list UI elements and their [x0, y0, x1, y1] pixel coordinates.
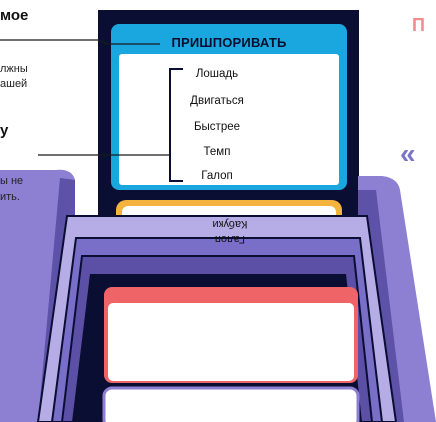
- bottom-card: [104, 388, 358, 422]
- annotation-line-2: ашей: [0, 77, 27, 92]
- flipped-word-1: Кабуки: [170, 218, 290, 230]
- annotation-line-3: ы не: [0, 174, 23, 189]
- red-card-face: [108, 303, 354, 381]
- annotation-line-1: лжны: [0, 62, 28, 77]
- card-word-3: Быстрее: [157, 121, 277, 133]
- right-heading-letter: П: [412, 16, 425, 34]
- card-word-2: Двигаться: [157, 95, 277, 107]
- flipped-word-2: Галоп: [170, 233, 290, 245]
- card-title: ПРИШПОРИВАТЬ: [152, 35, 306, 50]
- annotation-line-4: ить.: [0, 190, 20, 205]
- quote-mark: «: [400, 140, 416, 168]
- annotation-heading-bottom: у: [0, 123, 8, 138]
- card-word-5: Галоп: [157, 170, 277, 182]
- card-word-4: Темп: [157, 146, 277, 158]
- card-title-area: ПРИШПОРИВАТЬ: [152, 35, 306, 53]
- card-word-1: Лошадь: [157, 68, 277, 80]
- annotation-heading-top: мое: [0, 8, 28, 23]
